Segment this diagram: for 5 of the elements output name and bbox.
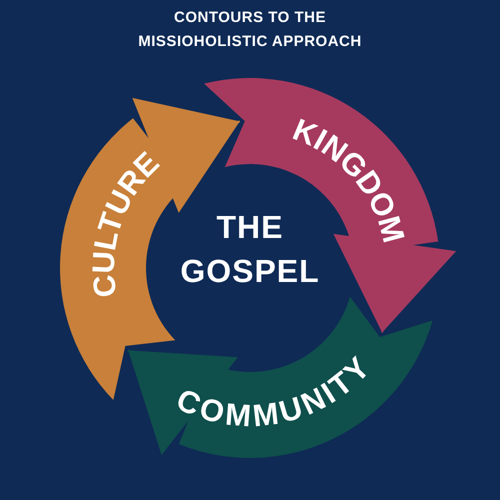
- arrow: [128, 349, 238, 455]
- arrow: [333, 234, 456, 333]
- arrow: [132, 98, 240, 213]
- center-label: THE GOSPEL: [179, 209, 320, 291]
- title: CONTOURS TO THE MISSIOHOLISTIC APPROACH: [137, 8, 363, 52]
